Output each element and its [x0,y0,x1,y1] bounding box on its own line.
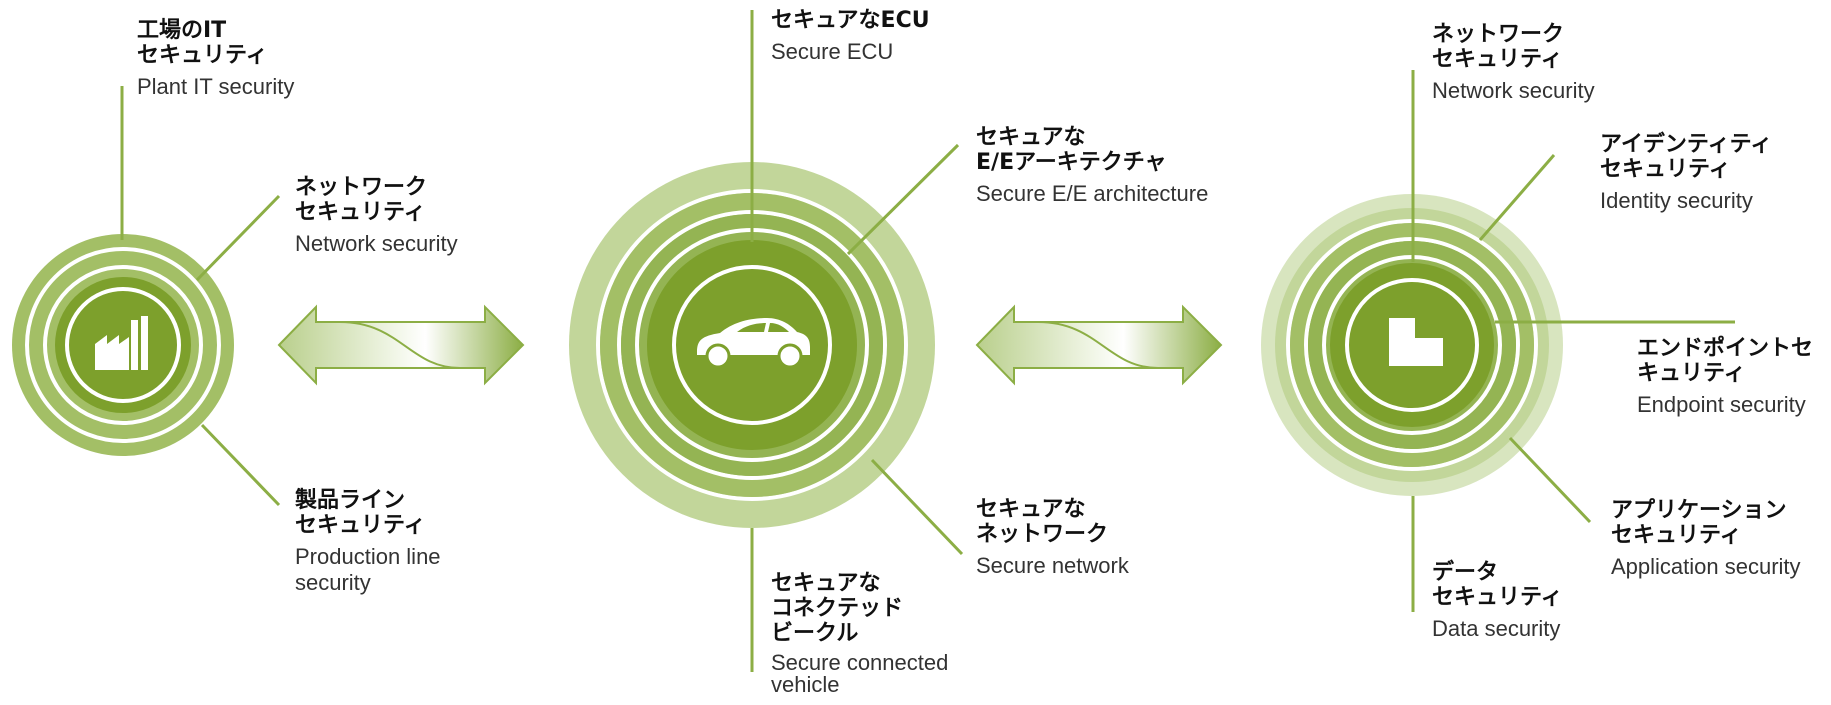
label-en-line: Network security [1432,78,1595,103]
center-circle-group [569,10,964,672]
label-jp-line: データ [1432,560,1499,585]
label-jp-line: セキュリティ [137,43,268,68]
label-jp-line: セキュアな [976,125,1086,150]
label-jp-line: セキュリティ [1432,585,1563,610]
double-arrow-right [975,304,1223,386]
label-en-line: Secure E/E architecture [976,181,1209,206]
right-circle-group [1261,70,1735,612]
label-secure-network: セキュアな ネットワーク Secure network [976,497,1129,579]
label-jp-line: セキュアなECU [771,8,930,33]
center-core-ring [672,265,832,425]
label-en-line: Identity security [1600,188,1753,213]
label-plant-it-security: 工場のIT セキュリティ Plant IT security [137,18,294,100]
left-ring-gap1 [25,247,221,443]
left-line-upper [195,194,281,282]
left-circle-group [12,86,281,507]
label-network-security-right: ネットワーク セキュリティ Network security [1432,22,1595,104]
label-en-line: Application security [1611,554,1801,579]
label-en-line: Secure ECU [771,39,894,64]
label-secure-ee-architecture: セキュアな E/Eアーキテクチャ Secure E/E architecture [976,125,1208,207]
label-jp-line: 製品ライン [295,488,406,513]
label-jp-line: セキュリティ [295,200,426,225]
label-en-line: Production line [295,544,441,569]
center-line-upper [846,143,960,256]
right-core-ring [1345,278,1479,412]
label-jp-line: コネクテッド [771,596,904,621]
label-en-line: Plant IT security [137,74,295,99]
label-jp-line: アイデンティティ [1600,132,1773,157]
label-en-line: Network security [295,231,458,256]
label-jp-line: ビークル [771,621,859,646]
right-line-upper [1478,154,1556,241]
label-en-line: Secure connected [771,650,949,675]
factory-icon [95,316,148,370]
label-jp-line: ネットワーク [976,522,1109,547]
label-identity-security: アイデンティティ セキュリティ Identity security [1600,132,1772,214]
label-network-security-left: ネットワーク セキュリティ Network security [295,175,458,257]
left-ring-gap2 [43,265,203,425]
label-en-line: security [295,570,371,595]
label-en-line: Endpoint security [1637,392,1806,417]
label-jp-line: セキュリティ [1611,523,1742,548]
label-data-security: データ セキュリティ Data security [1432,560,1563,642]
label-jp-line: アプリケーション [1611,498,1787,523]
label-jp-line: セキュリティ [1432,47,1563,72]
label-secure-ecu: セキュアなECU Secure ECU [771,8,930,65]
label-production-line-security: 製品ライン セキュリティ Production line security [295,488,441,596]
left-line-lower [200,423,281,507]
label-jp-line: 工場のIT [137,18,227,43]
car-icon [697,318,810,369]
label-jp-line: セキュリティ [1600,157,1731,182]
label-jp-line: キュリティ [1637,361,1746,386]
label-jp-line: セキュアな [976,497,1086,522]
label-application-security: アプリケーション セキュリティ Application security [1611,498,1801,580]
label-jp-line: ネットワーク [295,175,428,200]
left-core-ring [65,287,181,403]
double-arrow-left [277,304,525,386]
center-line-lower [870,458,964,556]
label-jp-line: E/Eアーキテクチャ [976,150,1167,175]
label-en-line: Secure network [976,553,1129,578]
label-secure-connected-vehicle: セキュアな コネクテッド ビークル Secure connected vehic… [771,571,948,696]
building-icon [1389,318,1443,366]
label-jp-line: ネットワーク [1432,22,1565,47]
label-jp-line: セキュリティ [295,513,426,538]
label-jp-line: セキュアな [771,571,881,596]
label-jp-line: エンドポイントセ [1637,336,1814,361]
label-endpoint-security: エンドポイントセ キュリティ Endpoint security [1637,336,1813,418]
label-en-line: vehicle [771,672,840,697]
right-line-lower [1508,436,1592,524]
label-en-line: Data security [1432,616,1561,641]
